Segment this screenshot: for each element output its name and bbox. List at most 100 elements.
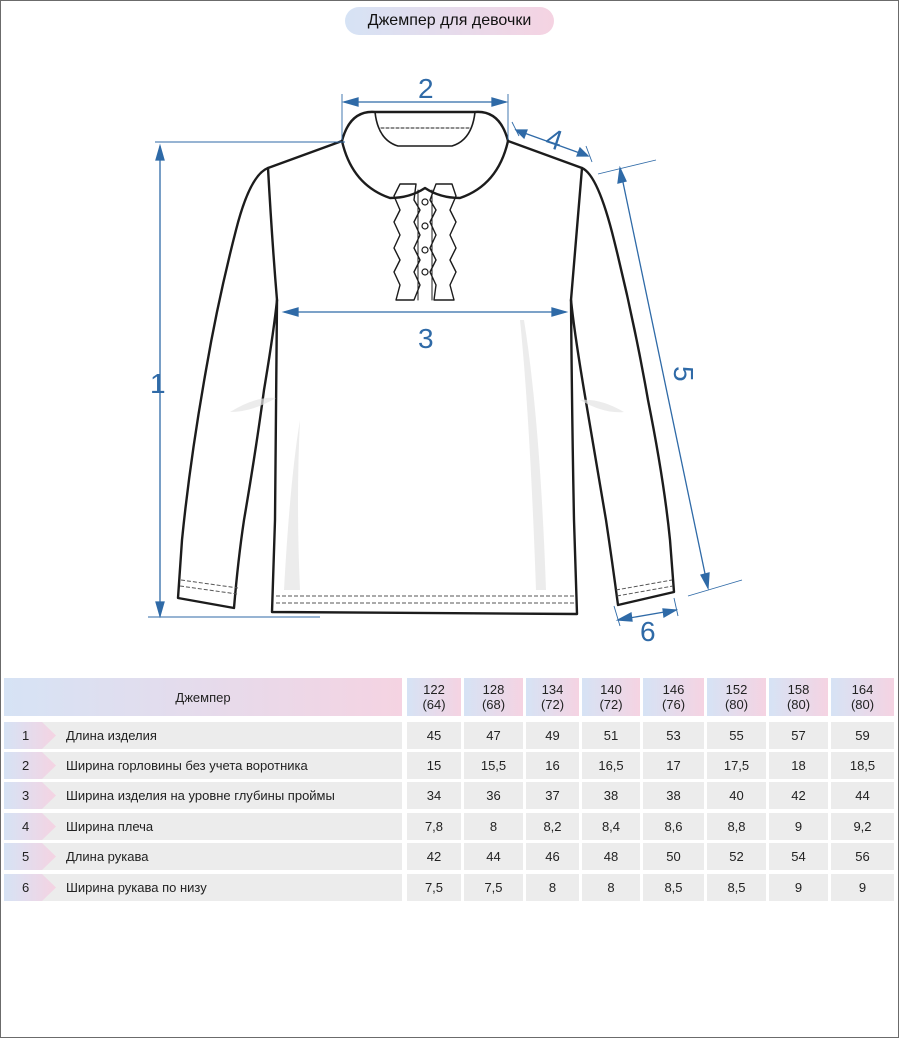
table-cell: 48 — [582, 843, 640, 870]
jumper-sketch: 1 2 3 4 5 6 — [148, 73, 743, 647]
size-height: 128 — [482, 682, 505, 697]
table-cell: 9,2 — [831, 813, 894, 840]
size-height: 134 — [541, 682, 564, 697]
row-number-chip: 6 — [4, 874, 56, 901]
table-cell: 8,4 — [582, 813, 640, 840]
measurement-name: 2 Ширина горловины без учета воротника — [4, 752, 402, 779]
table-cell: 17,5 — [707, 752, 766, 779]
table-cell: 8,6 — [643, 813, 704, 840]
measurement-name: 1 Длина изделия — [4, 722, 402, 749]
table-cell: 8 — [526, 874, 579, 901]
jumper-body-outline — [266, 139, 584, 616]
dimension-label-1: 1 — [150, 368, 166, 399]
table-cell: 44 — [831, 782, 894, 809]
table-cell: 7,8 — [407, 813, 461, 840]
table-row: 1 Длина изделия 45 47 49 51 53 55 57 59 — [4, 722, 895, 749]
left-sleeve-outline — [176, 166, 279, 610]
table-cell: 9 — [769, 813, 828, 840]
table-cell: 16,5 — [582, 752, 640, 779]
size-header: 134 (72) — [526, 678, 579, 716]
size-table-header: Джемпер 122 (64) 128 (68) 134 (72) 140 (… — [4, 678, 895, 716]
table-cell: 54 — [769, 843, 828, 870]
table-cell: 18 — [769, 752, 828, 779]
collar-outline — [340, 110, 510, 200]
right-sleeve-outline — [569, 166, 676, 607]
table-cell: 15,5 — [464, 752, 523, 779]
table-cell: 52 — [707, 843, 766, 870]
table-cell: 8,8 — [707, 813, 766, 840]
table-cell: 59 — [831, 722, 894, 749]
table-cell: 16 — [526, 752, 579, 779]
measurement-name: 4 Ширина плеча — [4, 813, 402, 840]
row-number-chip: 1 — [4, 722, 56, 749]
table-cell: 38 — [582, 782, 640, 809]
row-number: 4 — [22, 819, 30, 834]
table-cell: 46 — [526, 843, 579, 870]
size-height: 158 — [787, 682, 810, 697]
table-cell: 36 — [464, 782, 523, 809]
table-cell: 53 — [643, 722, 704, 749]
size-header: 164 (80) — [831, 678, 894, 716]
table-cell: 44 — [464, 843, 523, 870]
size-height: 152 — [725, 682, 748, 697]
measurement-name: 6 Ширина рукава по низу — [4, 874, 402, 901]
measurement-label: Ширина изделия на уровне глубины проймы — [66, 788, 335, 803]
size-header: 158 (80) — [769, 678, 828, 716]
size-height: 146 — [662, 682, 685, 697]
table-cell: 42 — [769, 782, 828, 809]
row-number-chip: 5 — [4, 843, 56, 870]
size-header: 122 (64) — [407, 678, 461, 716]
table-cell: 47 — [464, 722, 523, 749]
table-cell: 17 — [643, 752, 704, 779]
table-cell: 8 — [464, 813, 523, 840]
table-cell: 38 — [643, 782, 704, 809]
measurement-label: Длина рукава — [66, 849, 149, 864]
table-cell: 7,5 — [407, 874, 461, 901]
table-row: 5 Длина рукава 42 44 46 48 50 52 54 56 — [4, 843, 895, 870]
table-cell: 56 — [831, 843, 894, 870]
measurement-label: Ширина рукава по низу — [66, 880, 207, 895]
table-cell: 8,2 — [526, 813, 579, 840]
size-chest: (72) — [540, 697, 565, 712]
size-chest: (76) — [661, 697, 686, 712]
table-cell: 51 — [582, 722, 640, 749]
table-cell: 37 — [526, 782, 579, 809]
measurement-name: 5 Длина рукава — [4, 843, 402, 870]
table-cell: 50 — [643, 843, 704, 870]
measurement-name: 3 Ширина изделия на уровне глубины пройм… — [4, 782, 402, 809]
size-chest: (80) — [850, 697, 875, 712]
row-number: 3 — [22, 788, 30, 803]
page-title: Джемпер для девочки — [345, 7, 554, 35]
table-cell: 40 — [707, 782, 766, 809]
measurement-label: Ширина горловины без учета воротника — [66, 758, 308, 773]
size-chest: (64) — [422, 697, 446, 712]
dimension-label-2: 2 — [418, 73, 434, 104]
size-header: 152 (80) — [707, 678, 766, 716]
table-cell: 7,5 — [464, 874, 523, 901]
table-row: 4 Ширина плеча 7,8 8 8,2 8,4 8,6 8,8 9 9… — [4, 813, 895, 840]
size-height: 122 — [423, 682, 445, 697]
table-cell: 49 — [526, 722, 579, 749]
header-corner-cell: Джемпер — [4, 678, 402, 716]
row-number-chip: 3 — [4, 782, 56, 809]
row-number: 2 — [22, 758, 30, 773]
table-cell: 8,5 — [707, 874, 766, 901]
table-cell: 9 — [831, 874, 894, 901]
table-row: 6 Ширина рукава по низу 7,5 7,5 8 8 8,5 … — [4, 874, 895, 901]
size-header: 128 (68) — [464, 678, 523, 716]
table-cell: 34 — [407, 782, 461, 809]
table-cell: 18,5 — [831, 752, 894, 779]
table-cell: 8,5 — [643, 874, 704, 901]
table-cell: 8 — [582, 874, 640, 901]
size-chest: (68) — [481, 697, 506, 712]
table-cell: 57 — [769, 722, 828, 749]
row-number-chip: 4 — [4, 813, 56, 840]
dimension-label-5: 5 — [668, 366, 699, 382]
header-corner-label: Джемпер — [175, 689, 231, 705]
row-number: 1 — [22, 728, 30, 743]
size-height: 140 — [600, 682, 622, 697]
dimension-label-6: 6 — [640, 616, 656, 647]
table-row: 3 Ширина изделия на уровне глубины пройм… — [4, 782, 895, 809]
measurement-label: Ширина плеча — [66, 819, 154, 834]
row-number-chip: 2 — [4, 752, 56, 779]
